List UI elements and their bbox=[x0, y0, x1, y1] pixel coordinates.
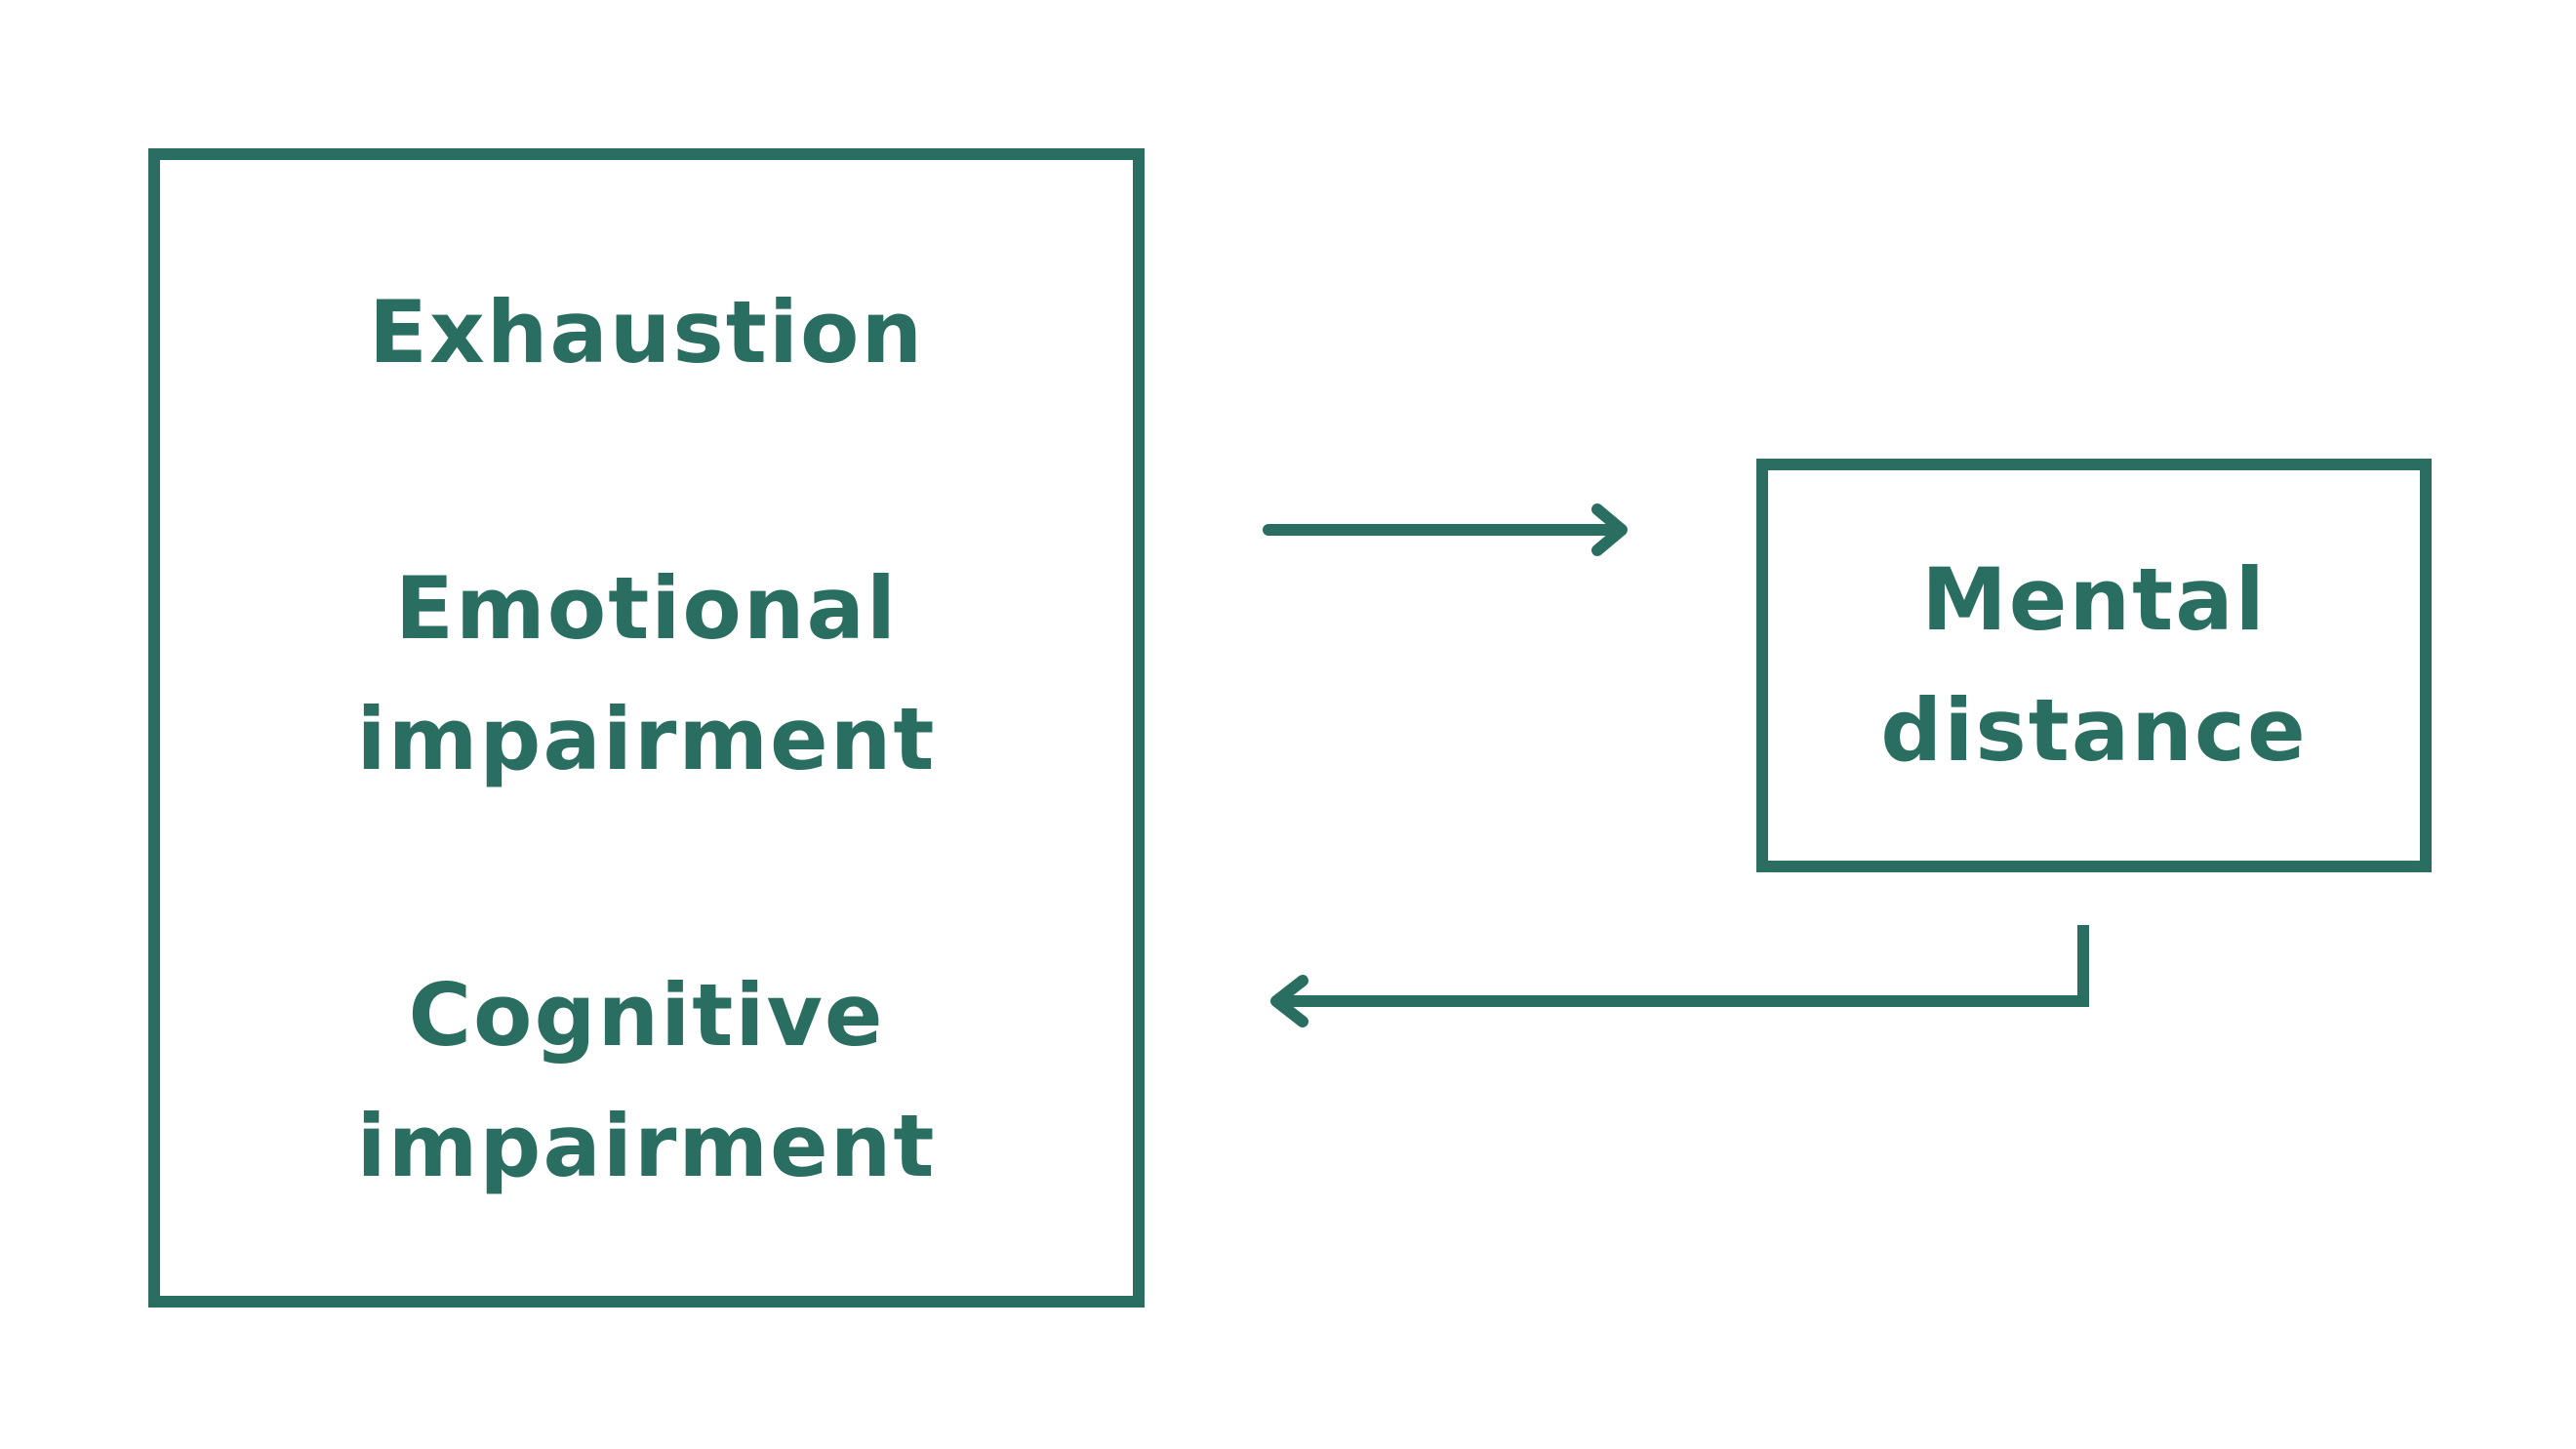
return-arrowhead bbox=[1270, 975, 1308, 1027]
return-arrow-path bbox=[1278, 925, 2089, 1007]
emotional-impairment-label: Emotional impairment bbox=[356, 558, 937, 789]
cognitive-impairment-label: Cognitive impairment bbox=[356, 965, 937, 1196]
forward-arrow bbox=[1263, 503, 1628, 556]
exhaustion-label: Exhaustion bbox=[368, 282, 925, 382]
return-arrow bbox=[1270, 925, 2089, 1027]
forward-arrowhead bbox=[1591, 503, 1628, 556]
mental-distance-label: Mental distance bbox=[1880, 549, 2308, 781]
left-symptom-box: Exhaustion Emotional impairment Cognitiv… bbox=[148, 148, 1145, 1308]
mental-distance-box: Mental distance bbox=[1756, 459, 2432, 872]
